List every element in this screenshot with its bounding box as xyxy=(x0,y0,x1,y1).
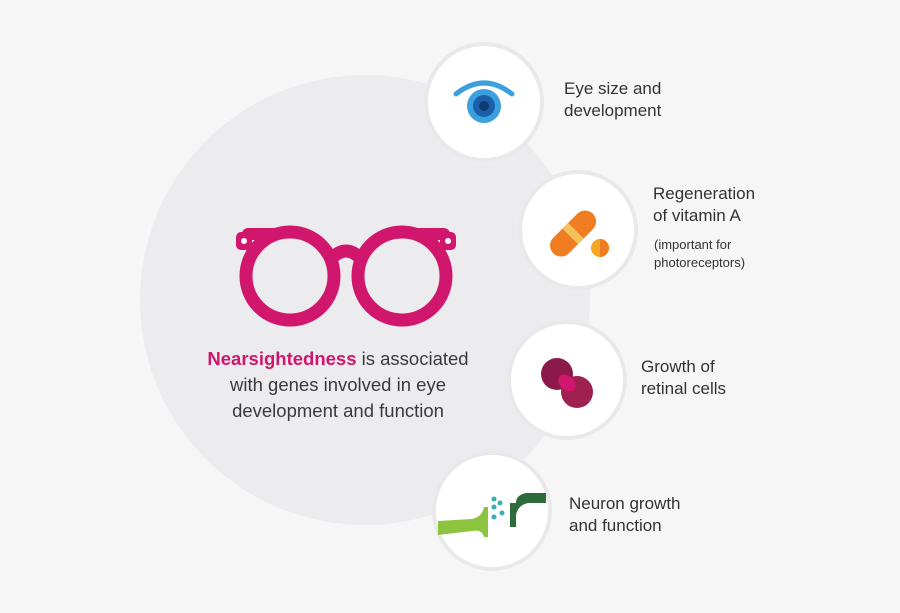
center-line3: development and function xyxy=(232,400,444,421)
item-vitamin-line1: Regeneration xyxy=(653,184,756,203)
center-line2: with genes involved in eye xyxy=(230,374,446,395)
glasses-icon xyxy=(236,225,456,327)
item-retinal-label: Growth of retinal cells xyxy=(641,356,726,400)
center-description: Nearsightedness is associated with genes… xyxy=(192,346,484,424)
item-retinal-line2: retinal cells xyxy=(641,379,727,398)
item-retinal-line1: Growth of xyxy=(641,357,715,376)
highlight-term: Nearsightedness xyxy=(207,348,357,369)
item-vitamin-note2: photoreceptors) xyxy=(654,255,746,270)
eye-icon xyxy=(453,80,515,123)
cell-division-icon xyxy=(541,358,593,408)
eye-icon-circle xyxy=(424,42,544,162)
cell-icon-circle xyxy=(507,320,627,440)
synapse-icon-circle xyxy=(432,451,552,571)
item-eye-line1: Eye size and xyxy=(564,79,662,98)
synapse-icon xyxy=(438,493,546,537)
pill-icon xyxy=(550,210,609,257)
item-vitamin-note: (important for photoreceptors) xyxy=(654,236,745,272)
item-neuron-label: Neuron growth and function xyxy=(569,493,681,537)
item-vitamin-label: Regeneration of vitamin A xyxy=(653,183,755,227)
item-eye-label: Eye size and development xyxy=(564,78,661,122)
center-line1: is associated xyxy=(356,348,469,369)
item-vitamin-note1: (important for xyxy=(654,237,732,252)
item-neuron-line2: and function xyxy=(569,516,662,535)
item-vitamin-line2: of vitamin A xyxy=(653,206,741,225)
item-neuron-line1: Neuron growth xyxy=(569,494,681,513)
pill-icon-circle xyxy=(518,170,638,290)
item-eye-line2: development xyxy=(564,101,662,120)
